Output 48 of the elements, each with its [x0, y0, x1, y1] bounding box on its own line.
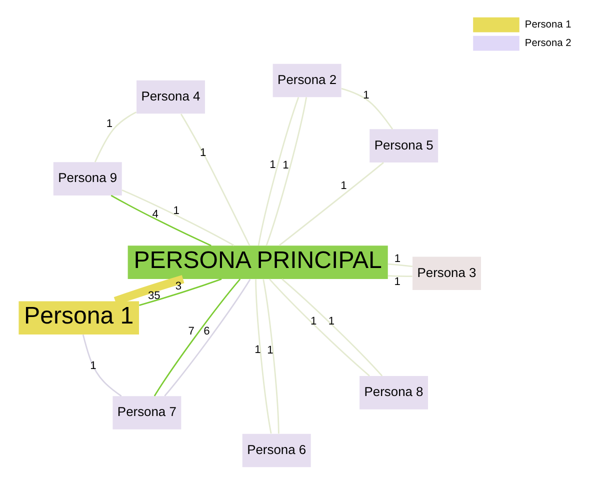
connector	[164, 279, 250, 396]
edge-label: 1	[106, 118, 112, 130]
node-box: Persona 8	[359, 376, 428, 410]
node-box: Persona 4	[136, 80, 204, 114]
connector	[265, 97, 307, 246]
connector	[340, 88, 393, 130]
edge-label: 1	[266, 344, 273, 356]
connector	[388, 263, 412, 268]
connector	[138, 278, 222, 306]
edge-label: 1	[282, 159, 288, 172]
node-box: PERSONA PRINCIPAL	[127, 246, 388, 279]
connector	[268, 278, 370, 376]
edge-label: 1	[362, 90, 369, 102]
edge-label: 7	[188, 325, 194, 338]
edge-label: 35	[148, 290, 160, 302]
edge-label: 1	[90, 360, 96, 372]
node-box: Persona 2	[272, 64, 341, 98]
edge-label: 1	[394, 276, 400, 288]
edge-label: 1	[172, 204, 179, 217]
connector	[262, 279, 279, 434]
connector	[153, 278, 240, 396]
legend-label: Persona 2	[524, 38, 571, 49]
connector	[388, 275, 412, 278]
connector	[254, 279, 272, 434]
node-box: Persona 9	[52, 162, 122, 196]
connector	[82, 334, 122, 397]
node-box: Persona 7	[112, 396, 181, 430]
node-box: Persona 3	[412, 256, 480, 290]
edge-label: 1	[394, 253, 400, 266]
connector	[257, 97, 299, 246]
edge-label: 1	[254, 344, 260, 356]
node-box: Persona 5	[369, 129, 438, 162]
legend-label: Persona 1	[524, 19, 571, 30]
node-box: Persona 1	[18, 301, 138, 335]
edge-label: 6	[203, 326, 210, 338]
connector	[180, 114, 250, 246]
connector	[110, 194, 211, 246]
connector	[278, 162, 384, 246]
edge-label: 1	[200, 146, 206, 159]
connector	[281, 278, 382, 376]
connector	[121, 189, 234, 246]
edge-label: 4	[152, 208, 158, 220]
edge-label: 1	[340, 180, 346, 192]
edge-label: 1	[269, 159, 276, 172]
node-box: Persona 6	[242, 434, 310, 468]
connector	[94, 112, 136, 162]
edge-label: 1	[310, 315, 316, 328]
edge-label: 1	[328, 315, 334, 328]
